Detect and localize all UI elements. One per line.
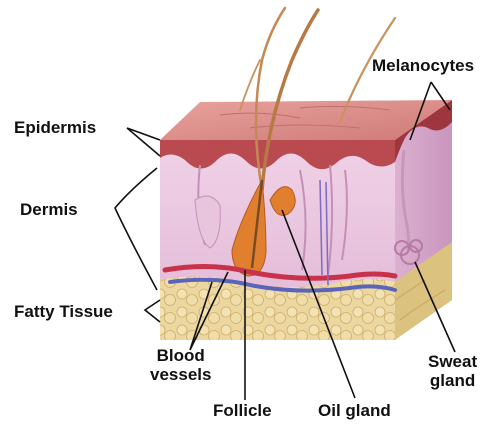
follicle-label: Follicle bbox=[213, 401, 272, 420]
fatty-tissue-leader bbox=[145, 300, 160, 322]
blood-vessels-label-line1: Blood bbox=[150, 346, 211, 365]
melanocytes-label: Melanocytes bbox=[372, 56, 474, 75]
blood-vessels-label: Blood vessels bbox=[150, 346, 211, 384]
sweat-gland-label: Sweat gland bbox=[428, 352, 477, 390]
sweat-gland-label-line2: gland bbox=[428, 371, 477, 390]
sweat-gland-label-line1: Sweat bbox=[428, 352, 477, 371]
oil-gland-label: Oil gland bbox=[318, 401, 391, 420]
dermis-label: Dermis bbox=[20, 200, 78, 219]
dermis-bracket bbox=[115, 168, 157, 290]
epidermis-leader bbox=[127, 128, 160, 156]
fatty-tissue-label: Fatty Tissue bbox=[14, 302, 113, 321]
epidermis-label: Epidermis bbox=[14, 118, 96, 137]
blood-vessels-label-line2: vessels bbox=[150, 365, 211, 384]
